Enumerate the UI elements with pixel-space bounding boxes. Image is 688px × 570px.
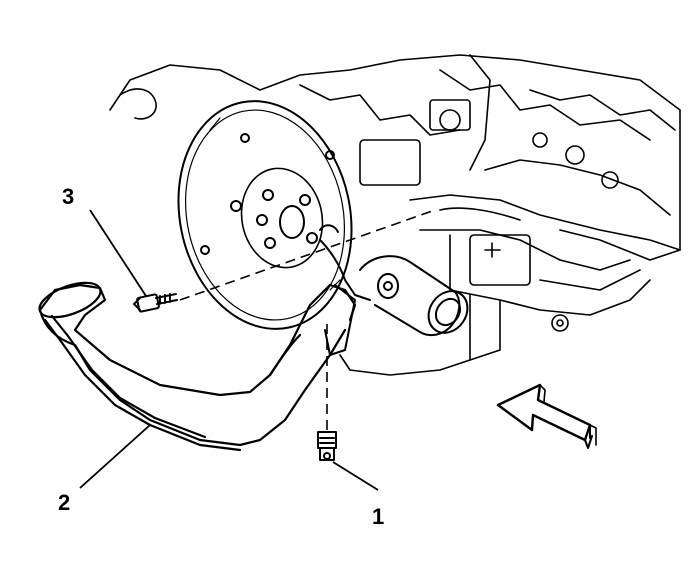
callout-1: 1 (372, 504, 385, 529)
leader-lines (79, 209, 379, 491)
engine-block (109, 54, 681, 376)
bolt-1 (317, 431, 337, 461)
view-direction-arrow (496, 383, 597, 449)
callout-3: 3 (62, 184, 75, 209)
stud-3 (133, 293, 178, 313)
starter-shield (38, 281, 357, 452)
flywheel (177, 100, 353, 330)
callout-2: 2 (58, 490, 71, 515)
alignment-lines (179, 209, 436, 430)
